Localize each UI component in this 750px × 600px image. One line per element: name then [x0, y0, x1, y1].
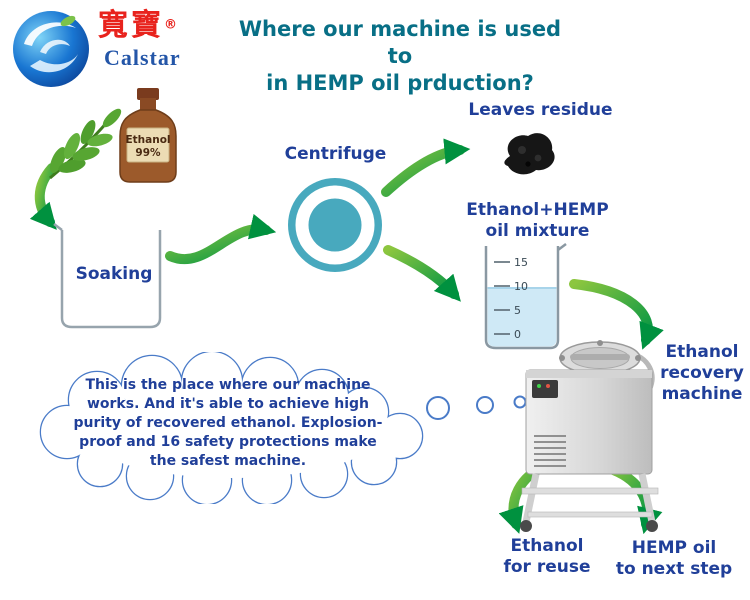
brand-block: 寬寶® Calstar — [98, 10, 181, 70]
hemp-leaves-icon — [49, 108, 122, 180]
speech-cloud-icon — [39, 352, 424, 504]
beaker-scale-mark-0: 0 — [514, 328, 521, 341]
arrow-centrifuge-to-mixture — [383, 245, 461, 302]
machine-label-line-1: Ethanol — [665, 342, 739, 362]
bottle-label-line-1: Ethanol — [125, 134, 170, 146]
ethanol-reuse-line-1: Ethanol — [510, 536, 584, 556]
mixture-label: Ethanol+HEMP oil mixture — [455, 200, 620, 242]
centrifuge-icon — [288, 178, 382, 272]
beaker-scale-mark-5: 5 — [514, 304, 521, 317]
soaking-beaker-icon — [53, 223, 162, 329]
machine-label-line-3: machine — [661, 384, 743, 404]
hemp-next-step-label: HEMP oil to next step — [604, 538, 744, 580]
ethanol-bottle-icon: Ethanol 99% — [119, 88, 177, 183]
registered-mark: ® — [164, 17, 177, 33]
thought-bubble-dots — [426, 395, 527, 420]
arrow-mixture-to-machine — [569, 279, 664, 350]
arrow-ingredients-to-soaking — [29, 163, 57, 230]
mixture-beaker-icon: 15 10 5 0 — [484, 243, 567, 350]
mixture-label-line-2: oil mixture — [485, 221, 590, 241]
ethanol-reuse-label: Ethanol for reuse — [492, 536, 602, 578]
leaves-residue-icon — [504, 133, 555, 175]
ethanol-reuse-line-2: for reuse — [503, 557, 591, 577]
cloud-text: This is the place where our machine work… — [73, 377, 383, 469]
arrow-centrifuge-to-residue — [381, 138, 471, 197]
calstar-logo-icon — [13, 11, 89, 87]
soaking-label: Soaking — [75, 264, 153, 284]
page-title-line-1: Where our machine is used to — [238, 17, 562, 68]
beaker-scale-mark-15: 15 — [514, 256, 528, 269]
page-title: Where our machine is used to in HEMP oil… — [225, 16, 575, 97]
leaves-residue-label: Leaves residue — [468, 100, 613, 120]
beaker-scale-mark-10: 10 — [514, 280, 528, 293]
hemp-next-line-1: HEMP oil — [631, 538, 717, 558]
brand-name-en: Calstar — [104, 45, 181, 70]
bottle-label-line-2: 99% — [135, 147, 161, 159]
recovery-machine-image — [520, 340, 659, 532]
arrow-soaking-to-centrifuge — [165, 213, 277, 265]
machine-label: Ethanol recovery machine — [656, 342, 748, 405]
centrifuge-label: Centrifuge — [284, 144, 387, 164]
brand-name-cn: 寬寶 — [98, 8, 164, 43]
page-title-line-2: in HEMP oil prduction? — [266, 71, 534, 95]
machine-label-line-2: recovery — [660, 363, 744, 383]
hemp-next-line-2: to next step — [615, 559, 733, 579]
mixture-label-line-1: Ethanol+HEMP — [466, 200, 609, 220]
